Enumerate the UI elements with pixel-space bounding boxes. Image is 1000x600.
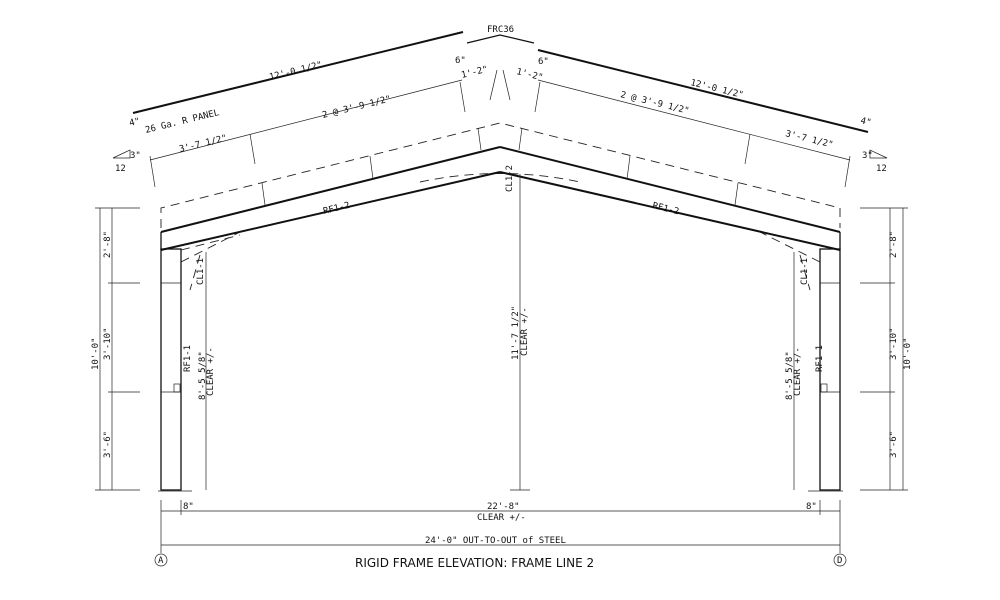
right-seg-mid: 3'-10" bbox=[889, 327, 899, 360]
left-seg-top: 2'-8" bbox=[103, 231, 113, 258]
left-slope-rise: 3" bbox=[130, 151, 141, 161]
right-purlin-dim-line bbox=[537, 79, 851, 161]
rafter-label-left: RF1-2 bbox=[322, 201, 351, 217]
left-purlin-dim-line bbox=[149, 79, 463, 161]
column-right bbox=[808, 248, 843, 492]
left-slope-run: 12 bbox=[115, 164, 126, 174]
column-label-right: RF1-1 bbox=[815, 345, 825, 372]
right-seg-top: 2'-8" bbox=[889, 231, 899, 258]
clear-span: 22'-8" bbox=[487, 502, 520, 512]
right-eave-overhang: 4" bbox=[859, 116, 872, 128]
left-clear-height: 8'-5 5/8" bbox=[198, 351, 208, 400]
eave-clip-label-right: CL1-1 bbox=[800, 258, 810, 285]
left-clear-label: CLEAR +/- bbox=[206, 347, 216, 396]
drawing-title: RIGID FRAME ELEVATION: FRAME LINE 2 bbox=[355, 556, 594, 570]
right-roof-panel bbox=[537, 49, 869, 133]
left-seg-bottom: 3'-6" bbox=[103, 431, 113, 458]
right-column-depth: 8" bbox=[806, 502, 817, 512]
left-column-depth: 8" bbox=[183, 502, 194, 512]
left-purlin-end-dim: 3'-7 1/2" bbox=[178, 134, 228, 155]
right-slope-run: 12 bbox=[876, 164, 887, 174]
right-ridge-overhang: 6" bbox=[538, 57, 549, 67]
grid-bubble-d bbox=[833, 553, 847, 567]
column-label-left: RF1-1 bbox=[183, 345, 193, 372]
ridge-cap bbox=[466, 34, 535, 44]
left-slope-triangle bbox=[112, 149, 131, 159]
right-height-dims bbox=[860, 207, 908, 491]
left-seg-mid: 3'-10" bbox=[103, 327, 113, 360]
left-purlin-ridge-dim: 1'-2" bbox=[460, 65, 489, 81]
right-slope-triangle bbox=[869, 149, 888, 159]
left-height-dims bbox=[95, 207, 140, 491]
ridge-clip-label: CL1-2 bbox=[505, 165, 515, 192]
right-slope-rise: 3" bbox=[862, 151, 873, 161]
left-purlin-spacing-dim: 2 @ 3'-9 1/2" bbox=[321, 94, 392, 121]
left-panel-length: 12'-0 1/2" bbox=[268, 60, 323, 83]
purlin-line bbox=[160, 122, 841, 228]
right-seg-bottom: 3'-6" bbox=[889, 431, 899, 458]
right-clear-label: CLEAR +/- bbox=[793, 347, 803, 396]
clear-span-label: CLEAR +/- bbox=[477, 513, 526, 523]
grid-label-a: A bbox=[158, 556, 164, 566]
left-eave-height: 10'-0" bbox=[91, 337, 101, 370]
rafter-label-right: RF1-2 bbox=[651, 201, 680, 217]
overall-width: 24'-0" OUT-TO-OUT of STEEL bbox=[425, 536, 566, 546]
left-roof-panel bbox=[132, 31, 464, 114]
eave-clip-label-left: CL1-1 bbox=[196, 258, 206, 285]
right-eave-height: 10'-0" bbox=[903, 337, 913, 370]
grid-bubble-a bbox=[154, 553, 168, 567]
right-purlin-end-dim: 3'-7 1/2" bbox=[784, 129, 834, 150]
grid-label-d: D bbox=[837, 556, 842, 566]
left-eave-overhang: 4" bbox=[128, 117, 141, 129]
ridge-cap-label: FRC36 bbox=[487, 25, 514, 35]
right-panel-length: 12'-0 1/2" bbox=[689, 78, 744, 101]
right-purlin-ridge-dim: 1'-2" bbox=[515, 67, 544, 83]
center-clear-height: 11'-7 1/2" bbox=[511, 306, 521, 360]
panel-spec-label: 26 Ga. R PANEL bbox=[144, 108, 220, 136]
rafter-left bbox=[160, 146, 501, 251]
left-ridge-overhang: 6" bbox=[455, 56, 466, 66]
right-clear-height: 8'-5 5/8" bbox=[785, 351, 795, 400]
rafter-right bbox=[499, 146, 841, 251]
column-left bbox=[158, 248, 192, 492]
center-clear-label: CLEAR +/- bbox=[520, 307, 530, 356]
